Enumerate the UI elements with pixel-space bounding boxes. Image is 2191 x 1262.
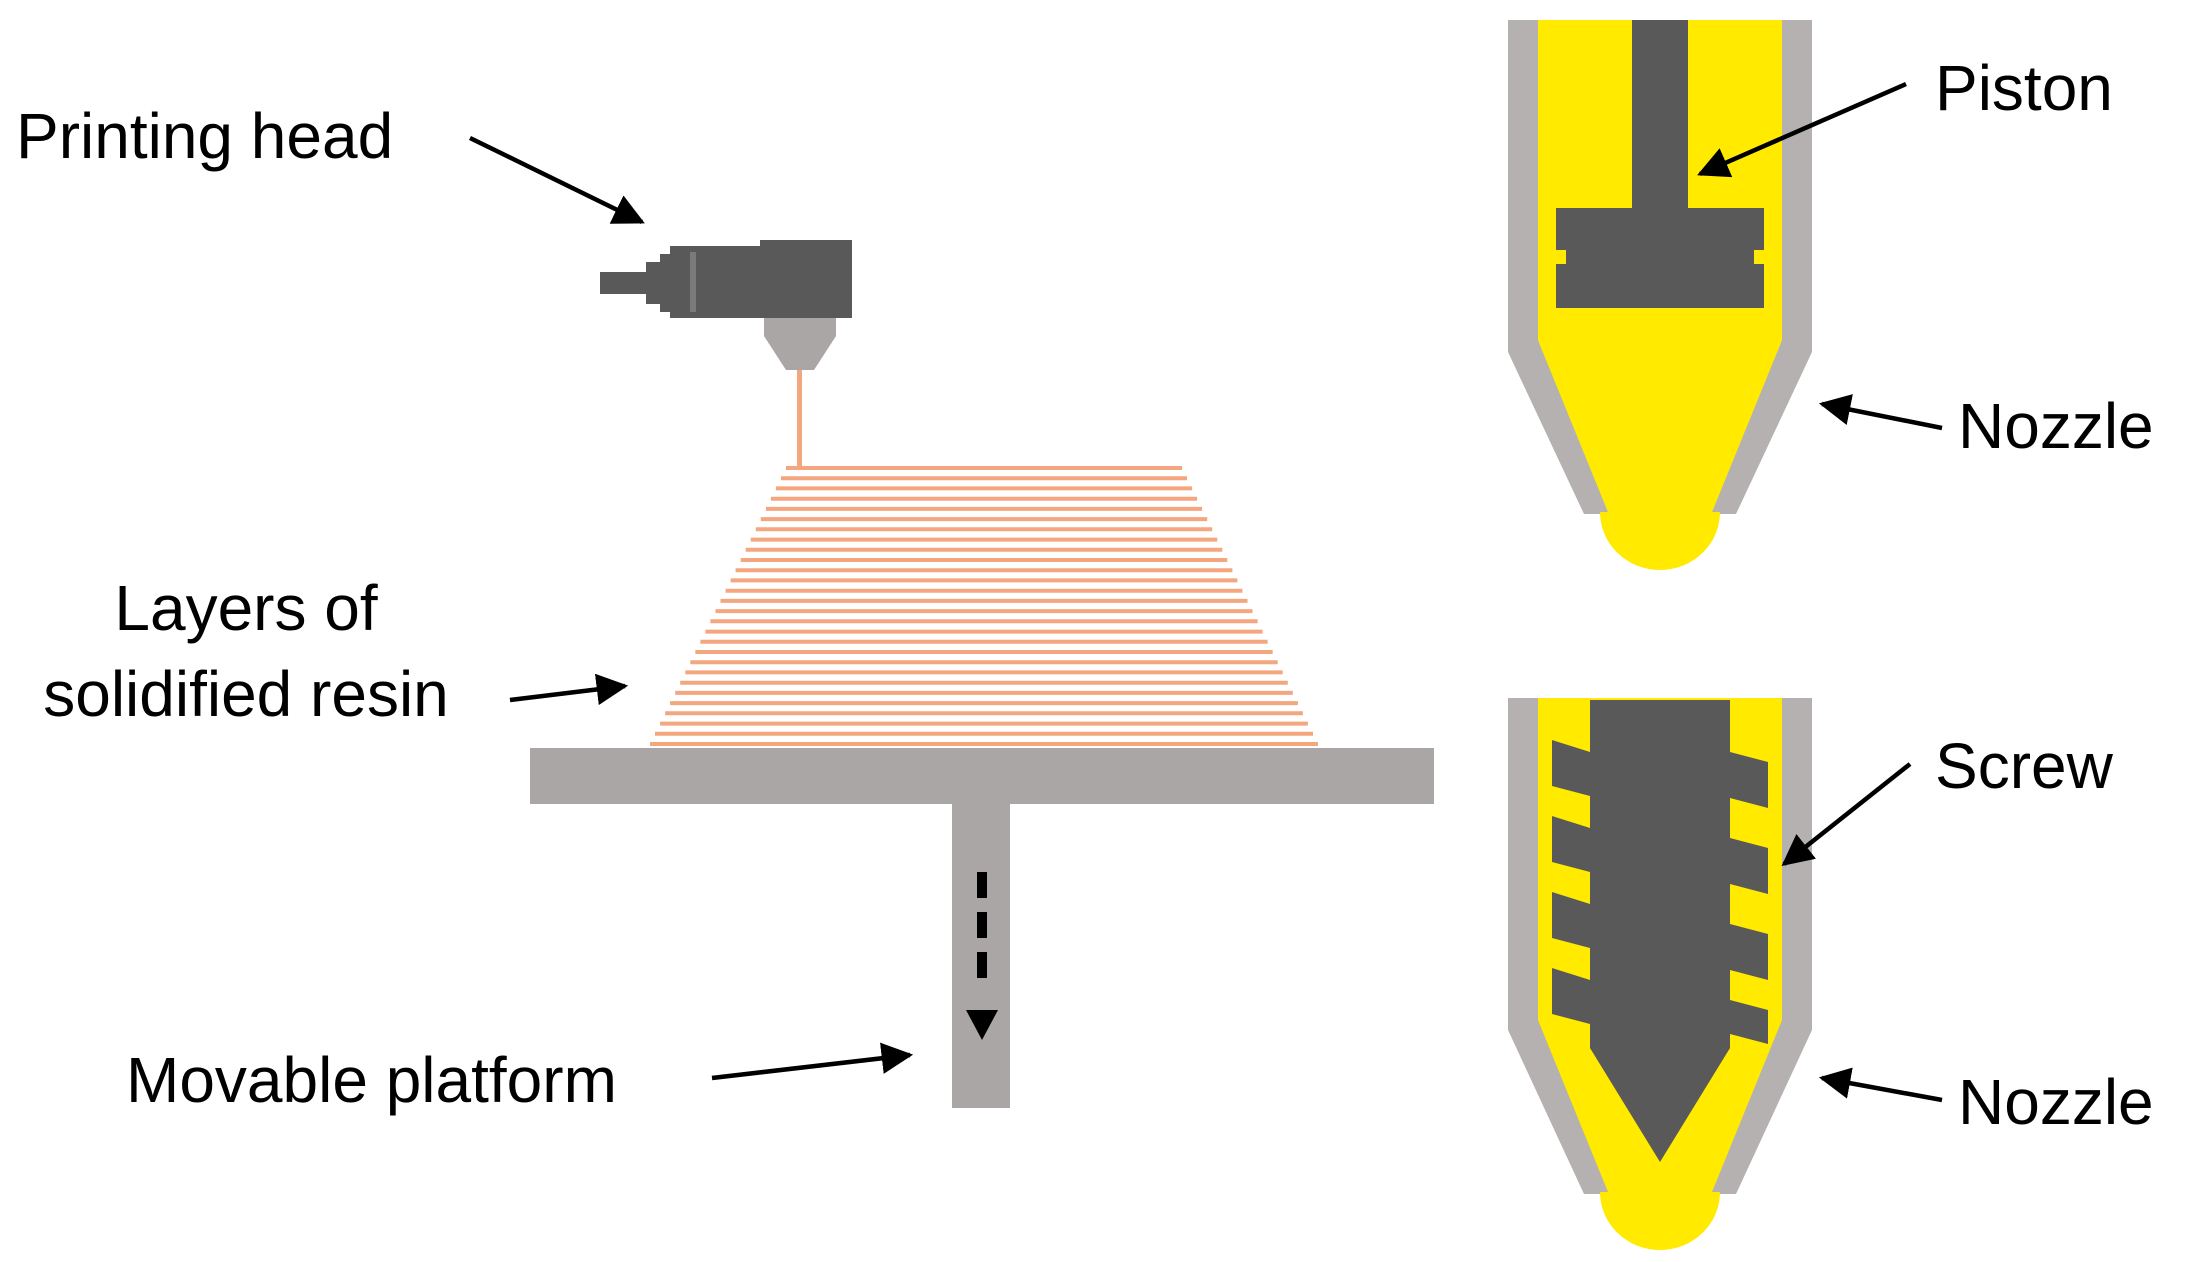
- layers-label-line1: Layers of: [114, 572, 377, 644]
- layers-label-line2: solidified resin: [43, 658, 449, 730]
- nozzle-bottom-pointer-arrow: [1818, 1067, 1943, 1103]
- screw-label: Screw: [1935, 730, 2114, 802]
- nozzle-top-pointer-arrow: [1818, 394, 1943, 431]
- screw-body: [1590, 700, 1730, 1162]
- printing-head-pointer-arrow: [469, 135, 645, 225]
- printing-head-label: Printing head: [16, 100, 393, 172]
- piston-rod: [1632, 20, 1688, 212]
- screw-nozzle-droplet: [1600, 1192, 1720, 1250]
- filament-strand: [797, 370, 802, 468]
- platform-pointer-arrow: [711, 1042, 914, 1081]
- piston-nozzle: [1508, 20, 1943, 570]
- piston-pointer-arrow: [1697, 81, 1907, 178]
- movable-platform-label: Movable platform: [126, 1044, 617, 1116]
- screw-pointer-arrow: [1781, 762, 1912, 866]
- nozzle-top-label: Nozzle: [1958, 390, 2154, 462]
- printer-scene: [469, 135, 1434, 1108]
- nozzle-bottom-label: Nozzle: [1958, 1066, 2154, 1138]
- solidified-resin-layers: [650, 466, 1318, 746]
- piston-nozzle-droplet: [1600, 512, 1720, 570]
- dashed-down-arrow-icon: [966, 872, 998, 1040]
- piston-head: [1556, 208, 1764, 308]
- platform-plate: [530, 748, 1434, 804]
- piston-label: Piston: [1935, 52, 2113, 124]
- printing-head-icon: [600, 240, 852, 370]
- resin-pointer-arrow: [509, 673, 629, 706]
- screw-nozzle: [1508, 698, 1943, 1250]
- screw-flights: [1552, 740, 1768, 1044]
